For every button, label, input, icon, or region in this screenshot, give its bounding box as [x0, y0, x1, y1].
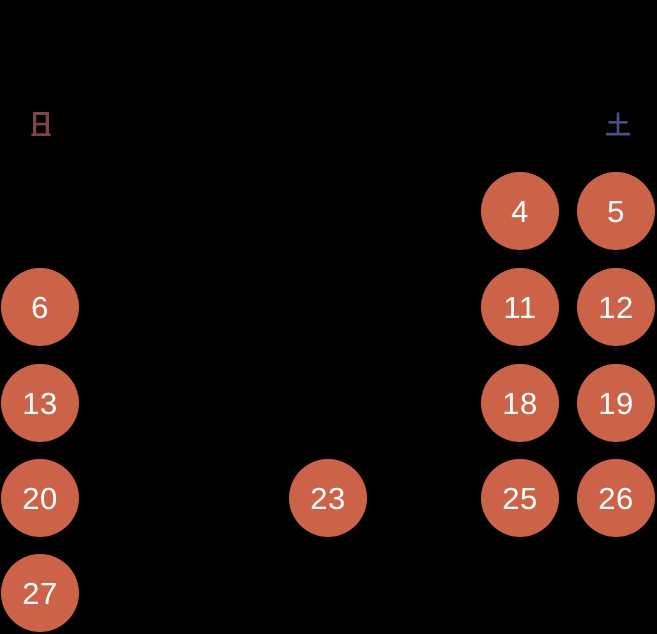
kanji-saturday-icon	[606, 112, 630, 135]
date-number: 5	[607, 193, 625, 229]
date-circle-20[interactable]: 20	[1, 459, 79, 537]
date-circle-12[interactable]: 12	[577, 268, 655, 346]
date-number: 27	[22, 575, 58, 611]
date-circle-5[interactable]: 5	[577, 172, 655, 250]
date-circle-27[interactable]: 27	[1, 554, 79, 632]
date-circle-23[interactable]: 23	[289, 459, 367, 537]
date-number: 26	[598, 480, 634, 516]
date-circle-4[interactable]: 4	[481, 172, 559, 250]
weekday-header-sunday	[21, 104, 61, 144]
date-number: 23	[310, 480, 346, 516]
date-number: 18	[502, 385, 538, 421]
date-circle-26[interactable]: 26	[577, 459, 655, 537]
date-circle-6[interactable]: 6	[1, 268, 79, 346]
date-circle-13[interactable]: 13	[1, 364, 79, 442]
date-number: 11	[503, 289, 537, 325]
date-number: 20	[22, 480, 58, 516]
kanji-sunday-icon	[31, 111, 51, 136]
weekday-header-saturday	[598, 104, 638, 144]
date-circle-18[interactable]: 18	[481, 364, 559, 442]
date-number: 25	[502, 480, 538, 516]
date-number: 4	[511, 193, 529, 229]
date-number: 19	[598, 385, 634, 421]
date-circle-11[interactable]: 11	[481, 268, 559, 346]
date-number: 12	[598, 289, 634, 325]
date-circle-25[interactable]: 25	[481, 459, 559, 537]
date-number: 13	[22, 385, 58, 421]
date-circle-19[interactable]: 19	[577, 364, 655, 442]
date-number: 6	[31, 289, 49, 325]
